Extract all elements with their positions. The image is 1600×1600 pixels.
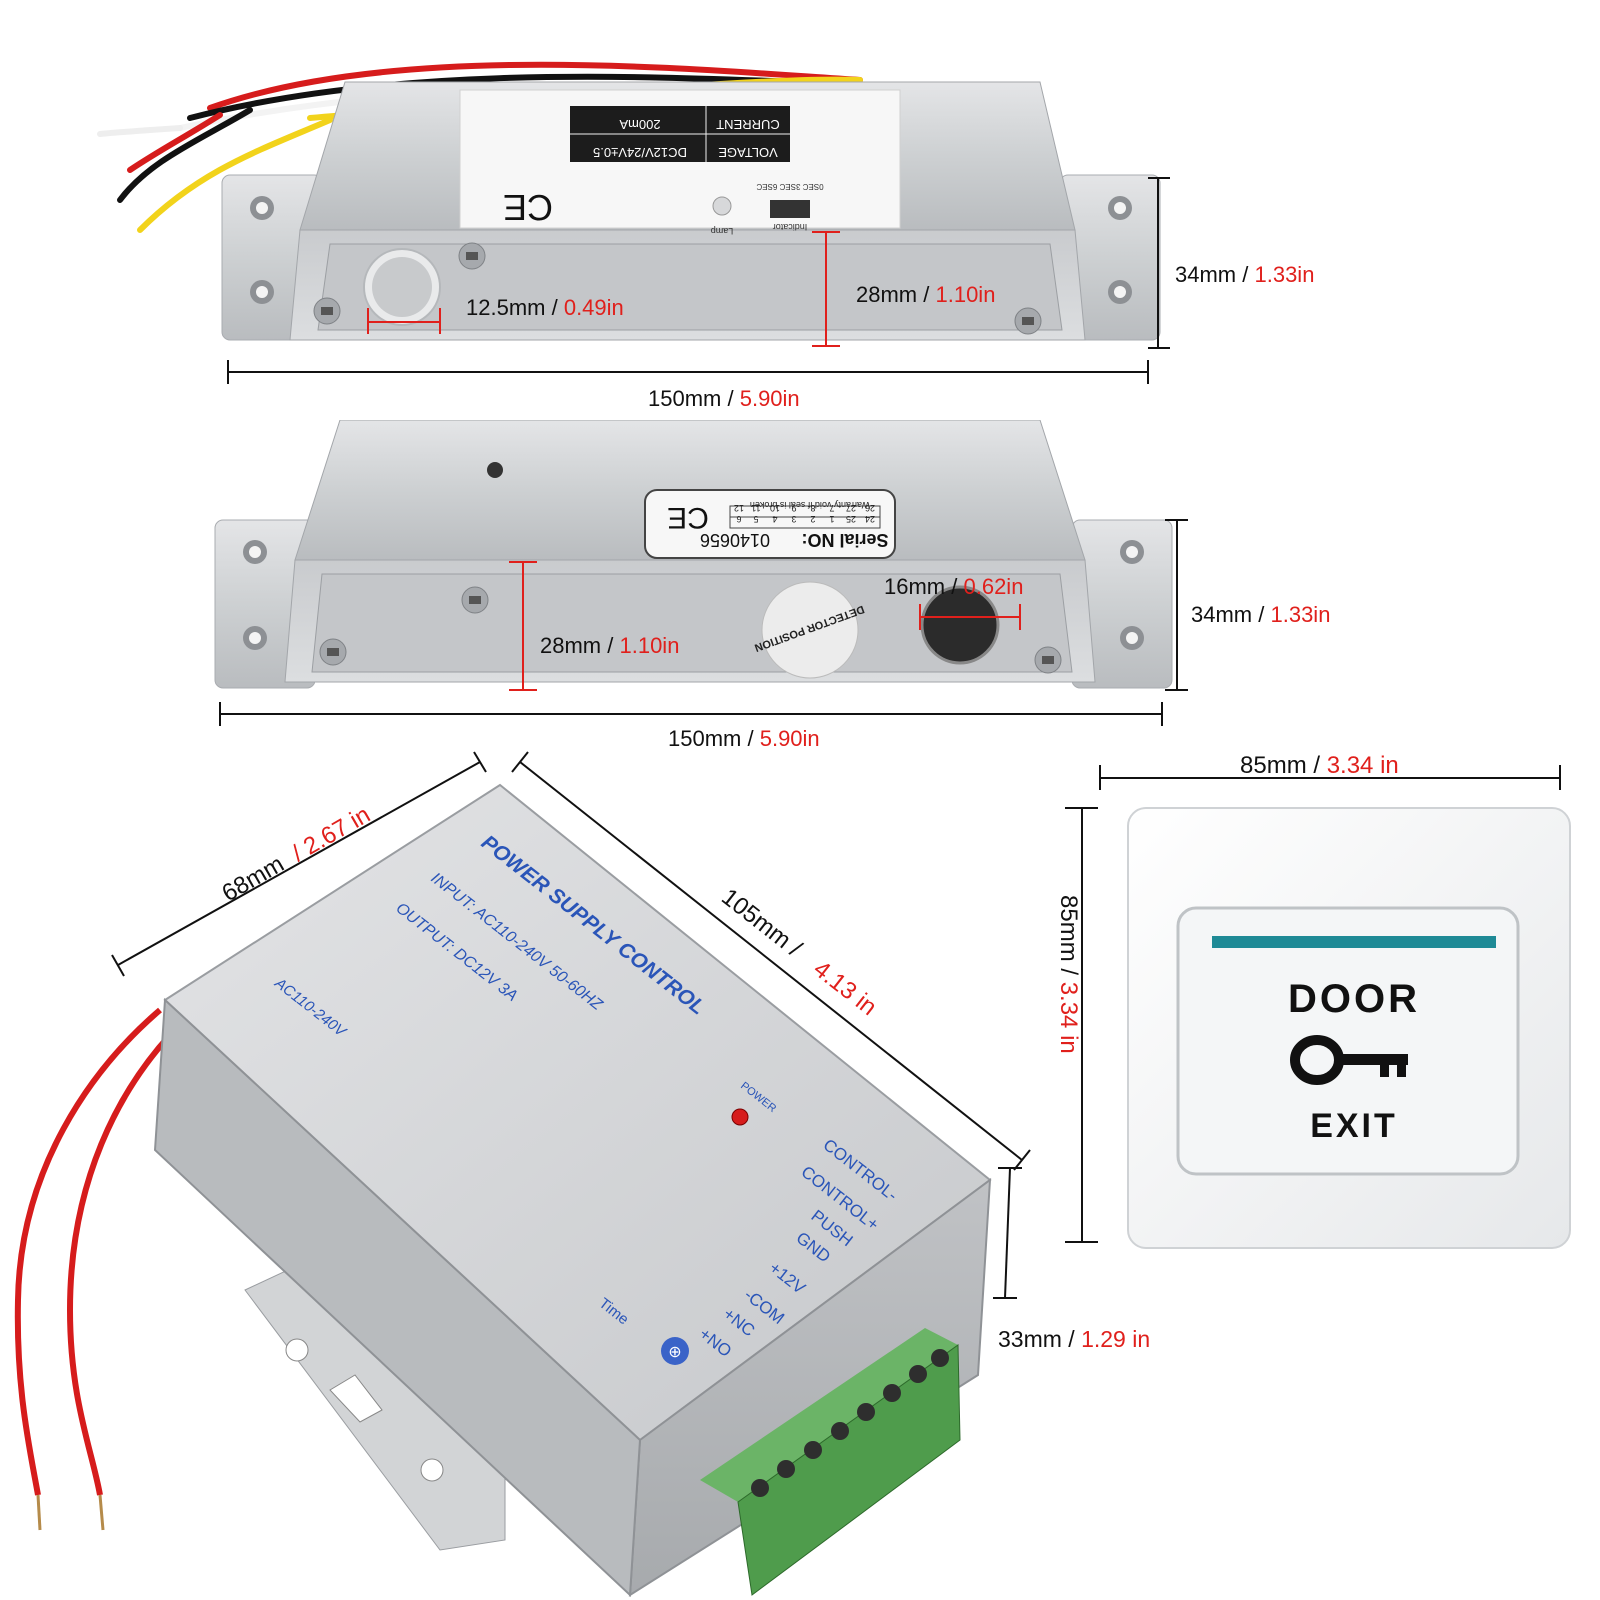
lock-bottom-length-dim-mm: 150mm /: [668, 726, 754, 751]
grid-r1-2: 1: [829, 514, 834, 524]
serial-label: Serial NO:: [801, 530, 888, 550]
ps-height-dim-mm: 33mm /: [998, 1326, 1075, 1352]
lock-bottom-height-dim-in: 1.10in: [619, 633, 680, 658]
ps-length-dim-mm: 105mm /: [716, 883, 806, 962]
grid-r1-7: 6: [736, 514, 741, 524]
lock-bottom-depth-dim-mm: 34mm /: [1191, 602, 1265, 627]
terminal-block: [700, 1328, 961, 1596]
ps-height-dim-in: 1.29 in: [1081, 1326, 1151, 1352]
lock-top-depth-dim: 34mm / 1.33in: [1175, 262, 1314, 288]
lock-top-length-dim: 150mm / 5.90in: [648, 386, 800, 412]
grid-r2-5: 10: [770, 503, 780, 513]
lock-top-button-dim-mm: 12.5mm /: [466, 295, 558, 320]
grid-r2-1: 27: [846, 503, 856, 513]
lock-top-button-dim-in: 0.49in: [563, 295, 624, 320]
grid-r2-7: 12: [734, 503, 744, 513]
lock-bottom-hole-dim-in: 0.62in: [963, 574, 1024, 599]
grid-r1-0: 24: [865, 514, 875, 524]
lock-top-height-dim-in: 1.10in: [935, 282, 996, 307]
ce-mark-top: CE: [503, 187, 553, 228]
exit-height-dim-mm: 85mm /: [1055, 895, 1082, 976]
lock-bottom-hole-dim-mm: 16mm /: [884, 574, 958, 599]
lock-top-length-dim-mm: 150mm /: [648, 386, 734, 411]
grid-r1-1: 25: [846, 514, 856, 524]
exit-door-text: DOOR: [1288, 977, 1420, 1021]
lock-bottom-depth-dim-in: 1.33in: [1270, 602, 1331, 627]
key-icon: [1290, 1035, 1408, 1085]
grid-r1-5: 4: [772, 514, 777, 524]
power-led: [731, 1108, 749, 1126]
grid-r1-6: 5: [753, 514, 758, 524]
ps-width-dim-mm: 68mm: [218, 850, 289, 907]
label-voltage: VOLTAGE: [718, 145, 778, 160]
grid-r2-0: 26: [865, 503, 875, 513]
exit-button-illustration: DOOR EXIT: [1065, 765, 1571, 1249]
lock-bottom-illustration: Warranty void if seal is broken 24 25 1 …: [214, 420, 1188, 726]
grid-r2-6: 11: [751, 503, 760, 513]
detector-hole: [920, 585, 1000, 665]
indicator-label: Indicator: [773, 222, 808, 232]
grid-r2-3: 8: [810, 503, 815, 513]
lock-top-height-dim: 28mm / 1.10in: [856, 282, 995, 308]
grid-r1-4: 3: [791, 514, 796, 524]
time-knob: [661, 1337, 689, 1365]
lock-top-depth-dim-mm: 34mm /: [1175, 262, 1249, 287]
lock-top-height-dim-mm: 28mm /: [856, 282, 930, 307]
grid-r2-2: 7: [829, 503, 834, 513]
lock-top-illustration: CURRENT VOLTAGE 200mA DC12V/24V±0.5 CE 0…: [97, 61, 1170, 384]
ps-length-dim-in: 4.13 in: [808, 955, 881, 1021]
grid-r2-4: 9: [791, 503, 796, 513]
exit-height-dim-in: 3.34 in: [1055, 981, 1082, 1054]
ps-height-dim: 33mm / 1.29 in: [998, 1326, 1150, 1353]
power-supply-illustration: ⊕ POWER SUPPLY CONTROL INPUT: AC110-240V…: [14, 751, 1031, 1598]
lock-bottom-height-dim-mm: 28mm /: [540, 633, 614, 658]
serial-grid: 24 25 1 2 3 4 5 6 26 27 7 8 9 10 11 12: [729, 503, 881, 529]
lock-bottom-length-dim: 150mm / 5.90in: [668, 726, 820, 752]
voltage-value: DC12V/24V±0.5: [593, 145, 687, 160]
exit-exit-text: EXIT: [1310, 1107, 1398, 1145]
warranty-text: Warranty void if seal is broken: [750, 500, 870, 510]
ps-width-dim-in: / 2.67 in: [288, 801, 375, 867]
svg-text:⊕: ⊕: [668, 1344, 681, 1361]
lock-top-depth-dim-in: 1.33in: [1254, 262, 1315, 287]
ce-mark-bottom: CE: [667, 501, 709, 534]
grid-r1-3: 2: [810, 514, 815, 524]
lock-top-button-dim: 12.5mm / 0.49in: [466, 295, 624, 321]
label-current: CURRENT: [716, 117, 780, 132]
lock-bottom-depth-dim: 34mm / 1.33in: [1191, 602, 1330, 628]
lock-top-length-dim-in: 5.90in: [739, 386, 800, 411]
exit-height-dim: 85mm / 3.34 in: [1054, 895, 1082, 1054]
lock-bottom-height-dim: 28mm / 1.10in: [540, 633, 679, 659]
lock-bottom-length-dim-in: 5.90in: [759, 726, 820, 751]
exit-width-dim: 85mm / 3.34 in: [1240, 752, 1399, 780]
lamp-label: Lamp: [711, 226, 734, 236]
serial-number: 0140656: [700, 530, 770, 550]
exit-width-dim-mm: 85mm /: [1240, 752, 1321, 779]
exit-button-face: [1176, 906, 1520, 1176]
exit-width-dim-in: 3.34 in: [1326, 752, 1399, 779]
lock-bottom-hole-dim: 16mm / 0.62in: [884, 574, 1023, 600]
current-value: 200mA: [619, 117, 661, 132]
timer-options: 0SEC 3SEC 6SEC: [756, 182, 823, 191]
